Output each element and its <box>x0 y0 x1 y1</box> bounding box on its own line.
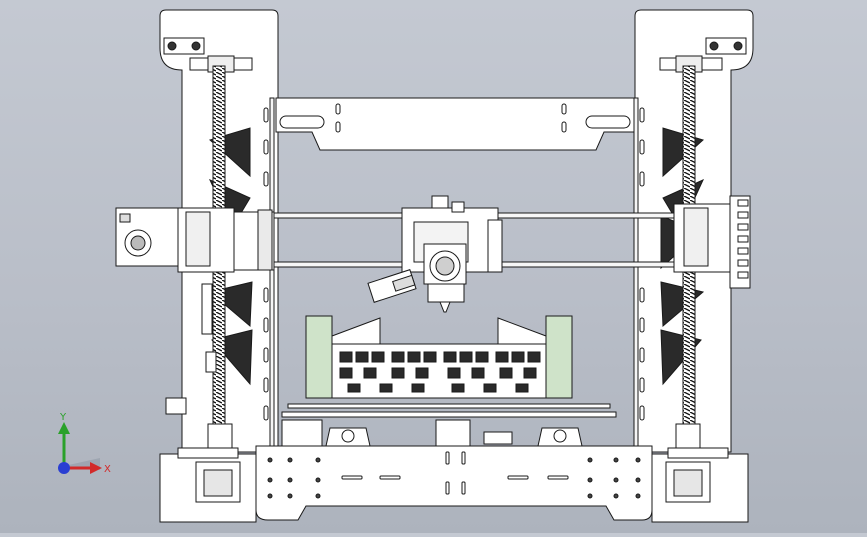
left-x-end <box>115 207 275 273</box>
z-axis-dot <box>58 462 70 474</box>
extruder-carriage <box>367 195 503 313</box>
y-axis-arrow <box>58 422 70 434</box>
right-z-motor <box>651 423 749 523</box>
x-axis-arrow <box>90 462 102 474</box>
bed-plate <box>281 411 617 418</box>
bottom-plate <box>255 445 653 521</box>
axis-triad: Y X <box>58 412 111 475</box>
right-x-end <box>673 195 751 289</box>
top-cross-plate <box>275 97 637 151</box>
left-z-motor <box>159 423 257 523</box>
y-axis-label: Y <box>59 412 67 423</box>
y-axis-parts <box>281 419 583 449</box>
x-axis-label: X <box>104 464 111 475</box>
print-bed-support <box>305 315 573 399</box>
heated-bed <box>287 403 611 409</box>
